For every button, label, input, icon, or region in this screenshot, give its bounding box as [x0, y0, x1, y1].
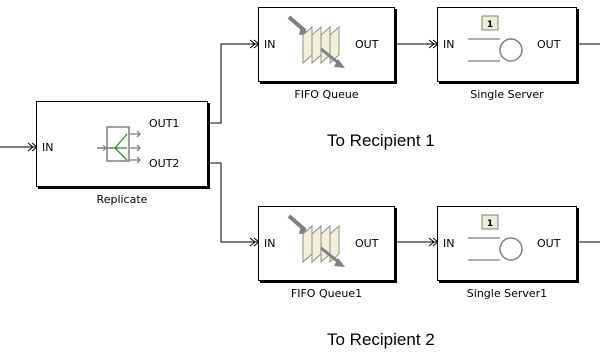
fifo-queue-block[interactable]: IN OUT	[258, 7, 395, 82]
annotation-recipient-1: To Recipient 1	[327, 131, 435, 150]
fifo-queue-caption: FIFO Queue	[294, 88, 359, 101]
signal-line-out1	[208, 43, 258, 124]
fifo-queue1-block[interactable]: IN OUT	[258, 206, 395, 281]
single-server-caption: Single Server	[470, 88, 544, 101]
single-server-in-port: IN	[443, 38, 455, 51]
replicate-block[interactable]: IN OUT1 OUT2	[36, 101, 208, 187]
fifo-queue1-icon	[287, 214, 345, 267]
single-server-block[interactable]: IN OUT 1	[437, 7, 577, 82]
replicate-in-port: IN	[42, 141, 54, 154]
single-server-out-port: OUT	[537, 38, 561, 51]
single-server-icon: 1	[468, 15, 523, 62]
single-server1-caption: Single Server1	[466, 287, 548, 300]
single-server1-icon: 1	[468, 214, 523, 261]
fifo-queue1-in-port: IN	[264, 237, 276, 250]
annotation-recipient-2: To Recipient 2	[327, 330, 435, 349]
single-server1-block[interactable]: IN OUT 1	[437, 206, 577, 281]
server-badge-text: 1	[487, 20, 493, 30]
replicate-caption: Replicate	[96, 193, 148, 206]
server1-badge-text: 1	[487, 219, 493, 229]
fifo-queue-icon	[287, 15, 345, 68]
fifo-queue1-out-port: OUT	[355, 237, 379, 250]
single-server1-out-port: OUT	[537, 237, 561, 250]
fifo-queue-out-port: OUT	[355, 38, 379, 51]
signal-line-out2	[208, 162, 258, 243]
replicate-out2-port: OUT2	[149, 157, 180, 170]
fifo-queue-in-port: IN	[264, 38, 276, 51]
fifo-queue1-caption: FIFO Queue1	[290, 287, 363, 300]
replicate-out1-port: OUT1	[149, 117, 180, 130]
single-server1-in-port: IN	[443, 237, 455, 250]
replicate-icon	[97, 126, 141, 164]
